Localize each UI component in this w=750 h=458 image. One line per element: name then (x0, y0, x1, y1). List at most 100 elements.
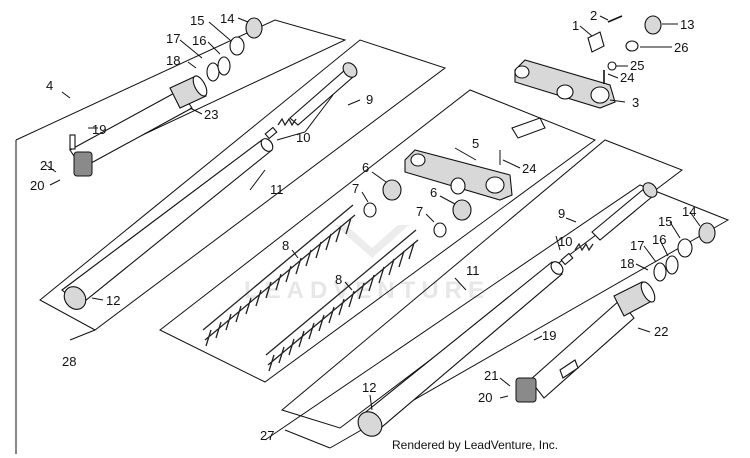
callout-21a: 21 (40, 158, 54, 173)
callout-24a: 24 (620, 70, 634, 85)
leader-17a (179, 39, 203, 59)
callout-17b: 17 (630, 238, 644, 253)
leader-14b (689, 211, 701, 227)
callout-16a: 16 (192, 33, 206, 48)
oring-26 (625, 40, 639, 52)
callout-13: 13 (680, 17, 694, 32)
callout-6a: 6 (362, 160, 369, 175)
watermark-text: LEADVENTURE (244, 277, 490, 304)
callout-18b: 18 (620, 256, 634, 271)
leader-20a (49, 179, 61, 186)
spring-8a (202, 204, 356, 347)
damper-rod-9 (264, 62, 358, 140)
leader-19b (533, 335, 543, 341)
callout-6b: 6 (430, 185, 437, 200)
callout-15a: 15 (190, 13, 204, 28)
spring-8b (265, 229, 419, 372)
leader-23 (189, 107, 203, 115)
leader-1 (579, 25, 593, 37)
callout-24b: 24 (522, 161, 536, 176)
leader-15a (208, 21, 231, 41)
callout-20b: 20 (478, 390, 492, 405)
callout-10a: 10 (296, 130, 310, 145)
lower-triple-clamp-5 (404, 117, 546, 201)
top-hardware (587, 15, 662, 84)
leader-2 (599, 15, 609, 21)
leader-9a (347, 99, 361, 106)
render-credit: Rendered by LeadVenture, Inc. (392, 438, 558, 452)
callout-12b: 12 (362, 380, 376, 395)
callout-10b: 10 (558, 234, 572, 249)
leader-21b (499, 377, 511, 387)
leader-6a (371, 171, 387, 183)
callout-22: 22 (654, 324, 668, 339)
screw-2 (607, 15, 623, 23)
callout-28: 28 (62, 354, 76, 369)
outer-tube-11 (61, 138, 274, 310)
spacer-6-7-b (433, 199, 472, 238)
spacer-6-7-a (363, 179, 402, 218)
washer-25 (607, 61, 617, 71)
callout-8a: 8 (282, 238, 289, 253)
leader-6b (439, 195, 456, 205)
callout-19b: 19 (542, 328, 556, 343)
callout-11b: 11 (466, 263, 480, 278)
callout-12a: 12 (106, 293, 120, 308)
bolt-1 (587, 31, 605, 53)
inner-slider-22 (515, 222, 716, 403)
leader-10a (276, 94, 334, 141)
callout-1: 1 (572, 18, 579, 33)
leader-12a (91, 297, 104, 301)
leader-9b (565, 217, 577, 223)
springs-outline (159, 89, 597, 383)
leader-28 (69, 329, 96, 341)
callout-11a: 11 (270, 182, 284, 197)
leader-18a (187, 61, 197, 69)
callout-14a: 14 (220, 11, 234, 26)
leader-7b (425, 213, 435, 223)
leader-10b (555, 235, 561, 251)
callout-25: 25 (630, 58, 644, 73)
callout-8b: 8 (335, 272, 342, 287)
leader-12b (369, 394, 373, 411)
callout-16b: 16 (652, 232, 666, 247)
callout-15b: 15 (658, 214, 672, 229)
outer-tube-11b (357, 261, 564, 437)
callout-23: 23 (204, 107, 218, 122)
leader-18b (635, 263, 649, 271)
leader-8b (344, 281, 353, 291)
leader-11a (249, 169, 266, 191)
left-fork-leg-group (15, 17, 447, 454)
callout-3: 3 (632, 95, 639, 110)
spring-group (159, 89, 597, 383)
group-28-outline (39, 39, 447, 331)
callout-19a: 19 (92, 122, 106, 137)
callout-26: 26 (674, 40, 688, 55)
leader-4 (61, 91, 71, 99)
right-fork-leg-group (264, 139, 730, 449)
callout-4: 4 (46, 78, 53, 93)
callout-2: 2 (590, 8, 597, 23)
group-4-outline (15, 19, 347, 163)
callout-7b: 7 (416, 204, 423, 219)
leader-7a (361, 191, 369, 203)
group-22-outline (264, 184, 730, 449)
damper-rod-9b (560, 182, 658, 266)
inner-slider-23 (69, 17, 263, 177)
leader-16a (207, 41, 221, 55)
leader-17b (643, 245, 657, 263)
leader-3 (609, 99, 626, 103)
leader-16b (659, 239, 669, 257)
leader-11b (454, 277, 467, 291)
leader-24a (607, 73, 619, 79)
leader-22 (637, 327, 651, 333)
callout-18a: 18 (166, 53, 180, 68)
callout-9a: 9 (366, 92, 373, 107)
leader-14a (237, 17, 249, 23)
leader-27 (284, 429, 331, 449)
leader-15b (669, 221, 681, 239)
leader-5 (454, 147, 477, 161)
callout-17a: 17 (166, 31, 180, 46)
callout-9b: 9 (558, 206, 565, 221)
